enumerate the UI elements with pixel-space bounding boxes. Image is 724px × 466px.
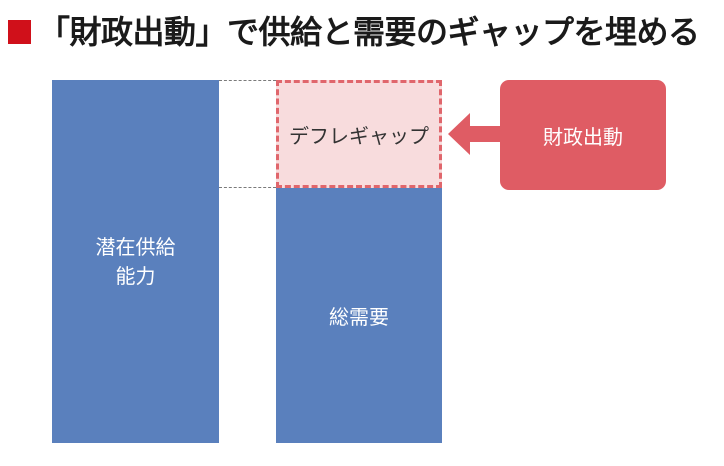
potential-supply-label-line1: 潜在供給 xyxy=(95,234,176,259)
page-title: 「財政出動」で供給と需要のギャップを埋める xyxy=(38,13,700,51)
connector-line-top xyxy=(219,80,276,81)
arrow-shape xyxy=(448,113,502,155)
aggregate-demand-label: 総需要 xyxy=(329,305,389,329)
fiscal-stimulus-label: 財政出動 xyxy=(543,124,623,149)
title-bar: 「財政出動」で供給と需要のギャップを埋める xyxy=(0,0,724,64)
deflation-gap-box: デフレギャップ xyxy=(276,80,442,188)
deflation-gap-label: デフレギャップ xyxy=(289,123,429,148)
potential-supply-label: 潜在供給 能力 xyxy=(96,233,176,291)
fiscal-stimulus-box: 財政出動 xyxy=(500,80,666,190)
potential-supply-label-line2: 能力 xyxy=(115,263,156,288)
aggregate-demand-box: 総需要 xyxy=(276,188,442,443)
connector-line-bottom xyxy=(219,187,276,188)
potential-supply-box: 潜在供給 能力 xyxy=(52,80,219,443)
title-marker-square xyxy=(8,20,31,44)
arrow-left-icon xyxy=(448,113,502,155)
